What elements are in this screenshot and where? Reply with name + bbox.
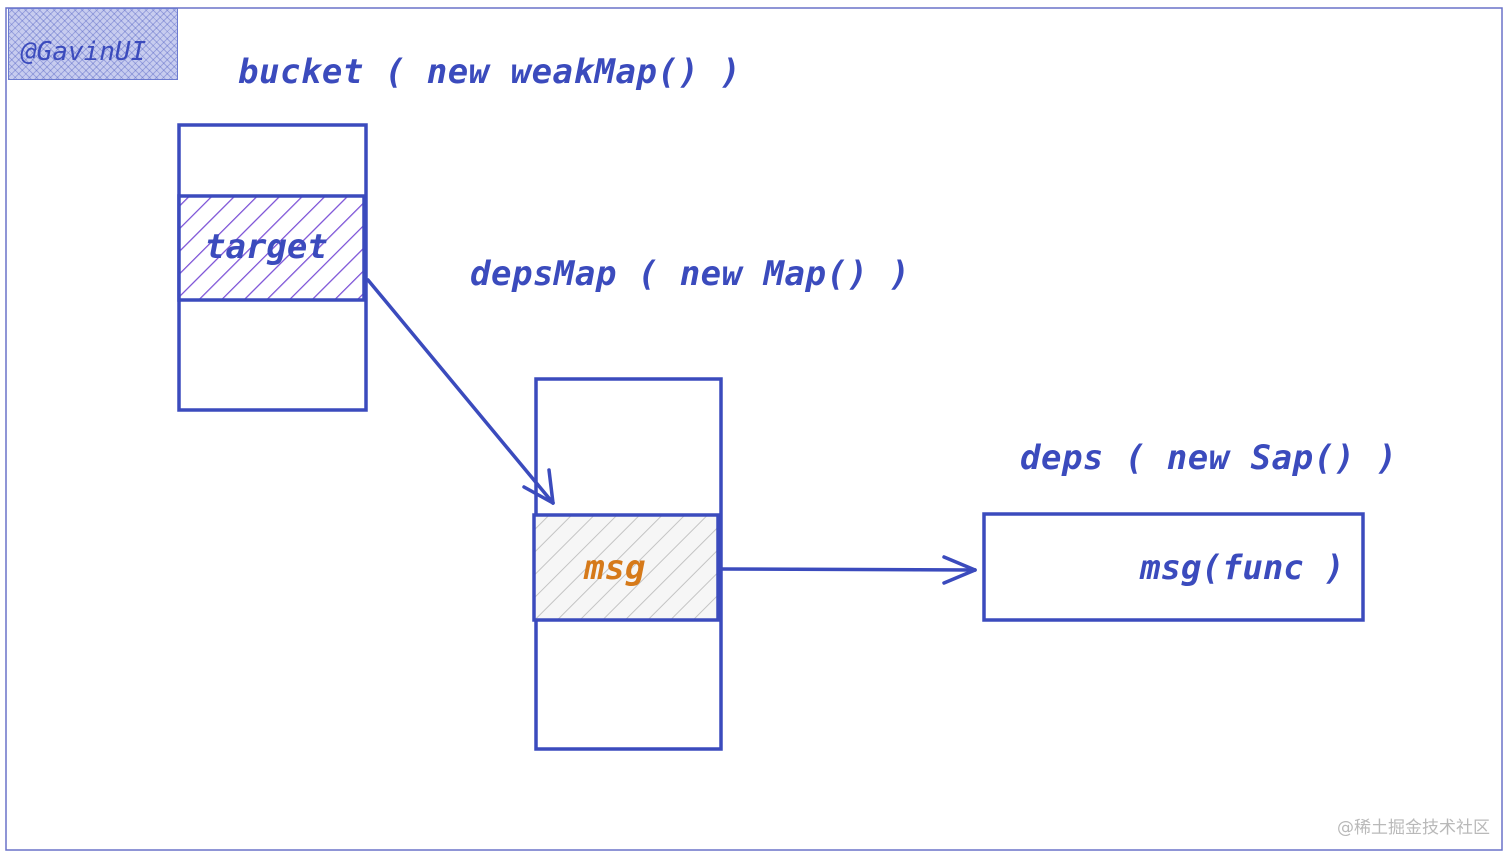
arrow-msg-to-deps: [719, 555, 977, 585]
target-cell: [177, 194, 366, 302]
msg-cell: [532, 513, 720, 622]
bucket-column: [177, 123, 368, 412]
depsmap-label: depsMap ( new Map() ): [470, 254, 911, 294]
deps-box: [982, 512, 1365, 622]
depsmap-column: [532, 377, 723, 751]
bucket-label: bucket ( new weakMap() ): [238, 52, 742, 92]
author-badge-text: @GavinUI: [21, 37, 147, 67]
arrow-target-to-msg: [366, 278, 555, 505]
watermark: @稀土掘金技术社区: [1337, 818, 1490, 838]
deps-entry-text: msg(func ): [1140, 548, 1345, 588]
deps-label: deps ( new Sap() ): [1020, 438, 1398, 478]
target-key-text: target: [205, 227, 328, 267]
author-badge: @GavinUI: [8, 8, 178, 80]
outer-frame: [5, 7, 1503, 851]
msg-key-text: msg: [584, 548, 646, 588]
